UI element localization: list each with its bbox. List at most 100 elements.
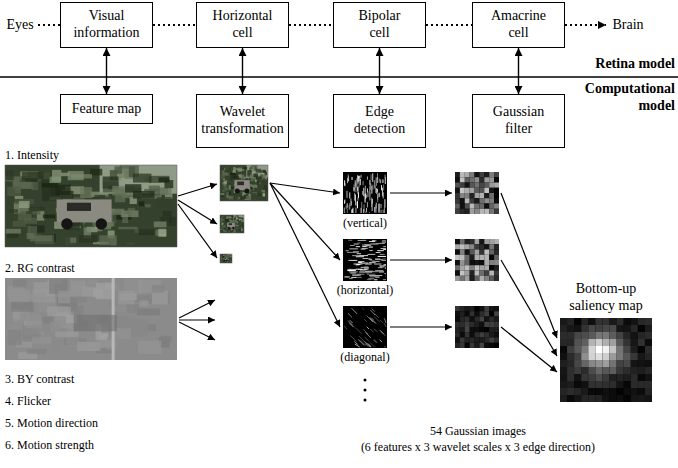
saliency-image bbox=[560, 318, 652, 402]
gaussian-cell bbox=[489, 327, 494, 332]
edge-stroke bbox=[359, 255, 368, 256]
saliency-cell bbox=[602, 332, 609, 339]
saliency-cell bbox=[624, 353, 631, 360]
saliency-cell bbox=[631, 360, 638, 367]
edge-stroke bbox=[385, 273, 387, 274]
flow-arrow bbox=[501, 193, 557, 338]
edge-stroke bbox=[351, 210, 352, 213]
continuation-dot bbox=[364, 389, 367, 392]
foliage-patch bbox=[239, 229, 241, 230]
figure-label: 3. BY contrast bbox=[5, 372, 165, 386]
image-ground bbox=[220, 254, 232, 263]
gaussian-cell bbox=[494, 172, 499, 177]
gaussian-cell bbox=[455, 260, 460, 265]
saliency-cell bbox=[638, 395, 645, 402]
image-border bbox=[220, 254, 232, 263]
gaussian-cell bbox=[484, 255, 489, 260]
saliency-cell bbox=[560, 353, 567, 360]
saliency-cell bbox=[645, 395, 652, 402]
foliage-patch bbox=[244, 167, 247, 170]
edge-stroke bbox=[372, 244, 379, 245]
gaussian-cell bbox=[494, 250, 499, 255]
gaussian-cell bbox=[475, 255, 480, 260]
gaussian-cell bbox=[489, 311, 494, 316]
saliency-cell bbox=[581, 388, 588, 395]
foliage-patch bbox=[229, 258, 230, 260]
foliage-patch bbox=[221, 259, 222, 261]
edge-stroke bbox=[375, 259, 383, 260]
foliage-patch bbox=[231, 257, 232, 258]
image-border bbox=[220, 215, 244, 233]
foliage-patch bbox=[221, 260, 223, 262]
gaussian-cell bbox=[479, 327, 484, 332]
saliency-cell bbox=[645, 388, 652, 395]
saliency-cell bbox=[610, 325, 617, 332]
flow-arrow bbox=[179, 319, 215, 320]
saliency-cell bbox=[567, 339, 574, 346]
foliage-patch bbox=[222, 261, 224, 263]
saliency-cell bbox=[610, 388, 617, 395]
foliage-patch bbox=[233, 227, 235, 229]
saliency-cell bbox=[567, 353, 574, 360]
gaussian-cell bbox=[479, 172, 484, 177]
edge-stroke bbox=[372, 185, 373, 190]
edge-stroke bbox=[375, 186, 376, 193]
vehicle-wheel bbox=[227, 227, 230, 230]
foliage-patch bbox=[225, 255, 226, 256]
saliency-cell bbox=[602, 353, 609, 360]
saliency-cell bbox=[638, 346, 645, 353]
gaussian-cell bbox=[465, 260, 470, 265]
gaussian-cell bbox=[489, 183, 494, 188]
saliency-cell bbox=[631, 332, 638, 339]
saliency-cell bbox=[588, 395, 595, 402]
gaussian-cell bbox=[460, 306, 465, 311]
gaussian-cell bbox=[475, 271, 480, 276]
edge-stroke bbox=[362, 248, 368, 249]
gaussian-cell bbox=[460, 244, 465, 249]
figure-label: 1. Intensity bbox=[5, 148, 165, 162]
gaussian-cell bbox=[475, 311, 480, 316]
gaussian-cell bbox=[479, 338, 484, 343]
edge-stroke bbox=[372, 240, 376, 241]
gaussian-cell bbox=[479, 239, 484, 244]
foliage-patch bbox=[221, 261, 223, 262]
flow-arrow bbox=[179, 300, 215, 318]
saliency-cell bbox=[574, 325, 581, 332]
gaussian-cell bbox=[475, 327, 480, 332]
edge-stroke bbox=[381, 185, 382, 190]
foliage-patch bbox=[226, 218, 228, 219]
saliency-cell bbox=[638, 367, 645, 374]
foliage-patch bbox=[225, 168, 231, 172]
saliency-cell bbox=[617, 318, 624, 325]
saliency-cell bbox=[631, 367, 638, 374]
gaussian-cell bbox=[460, 260, 465, 265]
gaussian-cell bbox=[489, 271, 494, 276]
foliage-patch bbox=[263, 175, 266, 178]
edge-stroke bbox=[367, 188, 368, 192]
gaussian-cell bbox=[475, 332, 480, 337]
contrast-patch bbox=[139, 301, 148, 307]
contrast-patch bbox=[47, 306, 68, 316]
gaussian-cell bbox=[494, 177, 499, 182]
edge-stroke bbox=[349, 278, 353, 279]
foliage-patch bbox=[237, 168, 242, 172]
saliency-cell bbox=[631, 395, 638, 402]
edge-stroke bbox=[355, 183, 356, 188]
gaussian-cell bbox=[484, 322, 489, 327]
saliency-cell bbox=[617, 346, 624, 353]
edge-stroke bbox=[382, 179, 383, 183]
edge-stroke bbox=[349, 271, 358, 272]
contrast-patch bbox=[93, 288, 103, 297]
gaussian-cell bbox=[479, 306, 484, 311]
saliency-cell bbox=[638, 388, 645, 395]
saliency-cell bbox=[624, 374, 631, 381]
foliage-patch bbox=[221, 195, 224, 197]
edge-stroke bbox=[361, 202, 362, 208]
foliage-patch bbox=[223, 257, 224, 258]
edge-stroke bbox=[367, 202, 368, 207]
gaussian-cell bbox=[455, 265, 460, 270]
gaussian-cell bbox=[470, 306, 475, 311]
edge-stroke bbox=[370, 318, 376, 324]
foliage-patch bbox=[235, 221, 236, 223]
